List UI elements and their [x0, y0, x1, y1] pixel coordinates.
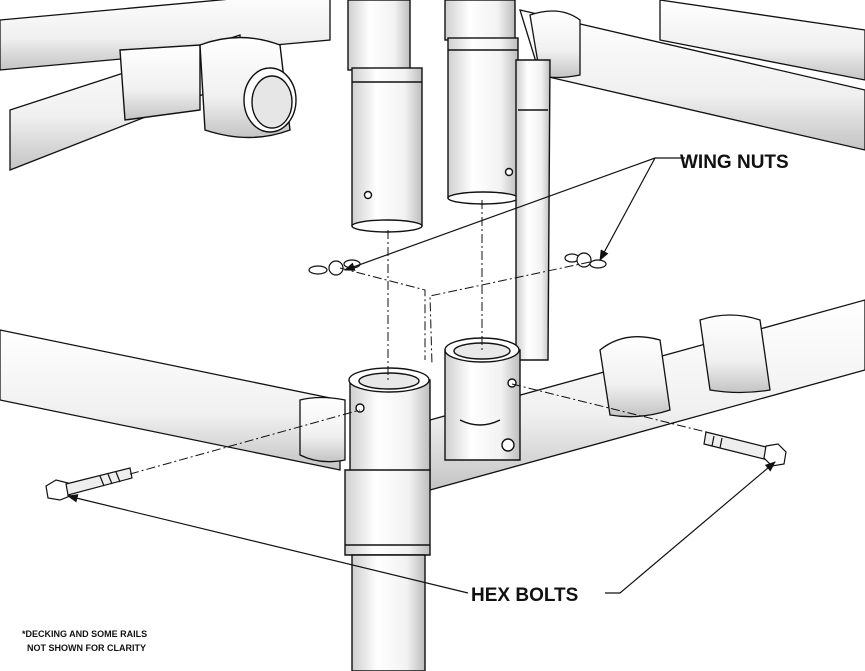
upper-post-right [444, 0, 551, 361]
lower-left-rail [0, 329, 346, 471]
lower-cross-fitting [344, 367, 431, 671]
wing-nuts-leaders [343, 157, 685, 271]
lower-right-rail [429, 299, 865, 491]
wing-nuts-label: WING NUTS [680, 152, 789, 173]
upper-tee-fitting [119, 36, 297, 139]
wing-nut-right [564, 252, 607, 269]
hex-bolt-left [45, 467, 133, 501]
clarity-note-line2: NOT SHOWN FOR CLARITY [27, 643, 146, 653]
upper-right-rail [519, 0, 865, 151]
hex-bolts-label: HEX BOLTS [471, 585, 578, 606]
hex-bolts-leaders [66, 461, 776, 594]
upper-post-left [347, 0, 423, 233]
hex-bolt-right [703, 431, 787, 467]
lower-tee-fitting [444, 337, 521, 461]
clarity-note-line1: *DECKING AND SOME RAILS [22, 629, 147, 639]
